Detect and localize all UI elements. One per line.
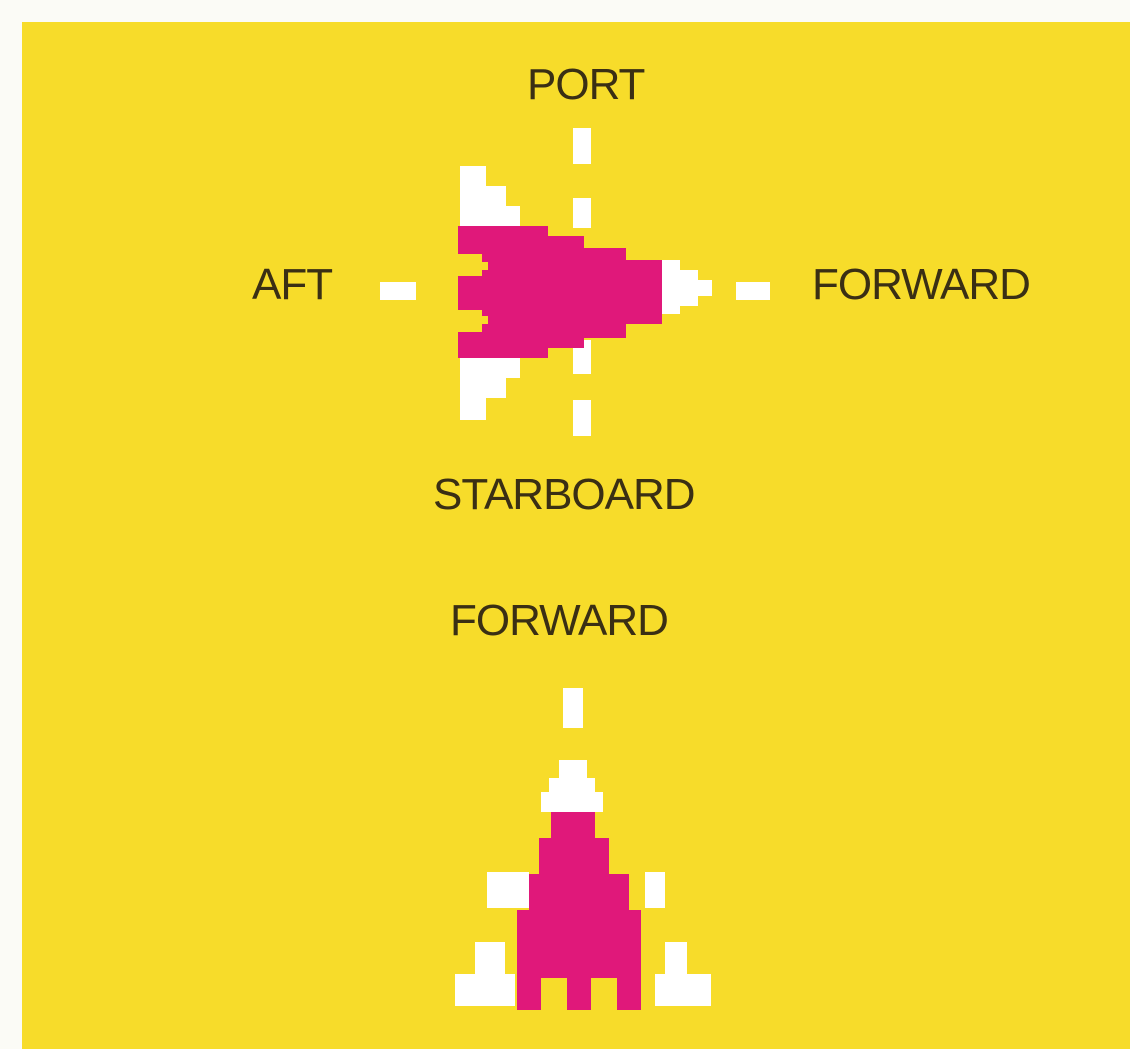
label-port: PORT <box>527 60 644 110</box>
label-forward-top: FORWARD <box>450 596 668 646</box>
label-aft: AFT <box>252 260 332 310</box>
label-starboard: STARBOARD <box>433 470 695 520</box>
ship-side-view-icon <box>380 128 780 448</box>
ship-top-view-icon <box>455 678 725 1018</box>
label-forward-side: FORWARD <box>812 260 1030 310</box>
